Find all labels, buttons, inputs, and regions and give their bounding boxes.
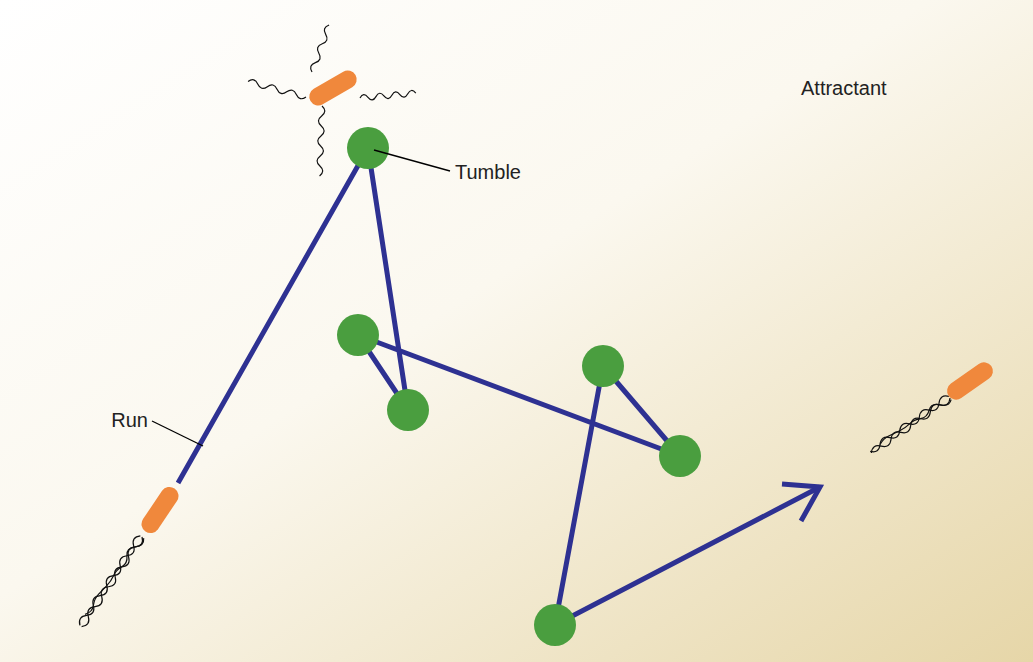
run-label: Run	[111, 408, 148, 432]
bacterium	[944, 359, 997, 404]
leader-line	[152, 421, 203, 446]
bacterium	[138, 483, 182, 536]
run-path	[178, 148, 820, 625]
leader-line	[374, 150, 450, 171]
flagella-bundle	[868, 393, 952, 456]
flagella-spread	[247, 24, 416, 176]
region-label: Attractant	[801, 76, 887, 100]
tumble-label: Tumble	[455, 160, 521, 184]
bacterium	[306, 67, 360, 109]
arrow-head	[782, 484, 820, 521]
tumble-points	[337, 127, 701, 646]
flagella-bundle	[77, 534, 145, 629]
